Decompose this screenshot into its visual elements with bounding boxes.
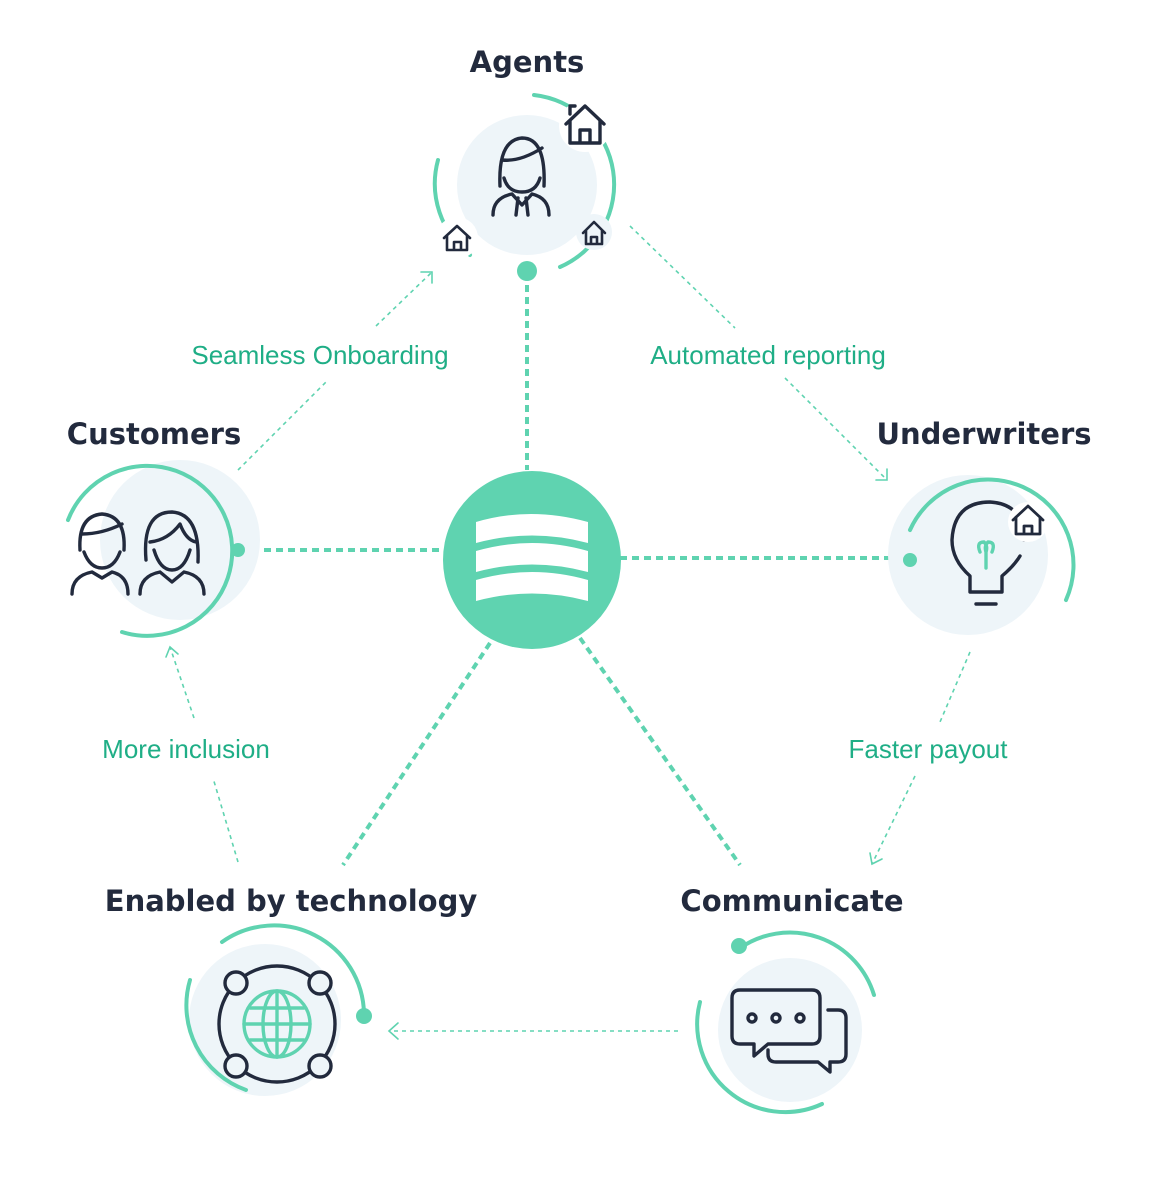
waves-logo-icon (476, 514, 588, 601)
flow-arrow-inclusion-lower (212, 777, 239, 863)
edge-label-reporting: Automated reporting (650, 340, 886, 370)
node-dot-underwriters (903, 553, 917, 567)
node-bg-underwriters (888, 475, 1048, 635)
node-dot-technology (356, 1008, 372, 1024)
node-technology: Enabled by technology (105, 884, 478, 1096)
edge-label-inclusion: More inclusion (102, 734, 270, 764)
flow-arrow-inclusion-upper (169, 646, 195, 719)
hub-connections (240, 273, 908, 867)
flow-arrow-payout-head (869, 852, 883, 866)
hub-node (443, 471, 621, 649)
node-title-technology: Enabled by technology (105, 884, 478, 918)
node-dot-communicate (731, 938, 747, 954)
node-title-customers: Customers (67, 417, 241, 451)
edge-label-onboarding: Seamless Onboarding (191, 340, 448, 370)
node-customers: Customers (66, 417, 260, 638)
flow-arrow-payout-lower (871, 775, 916, 865)
lightbulb-house-icon (950, 500, 1048, 606)
house-icon (436, 217, 478, 259)
businessman-icon (491, 136, 551, 217)
chat-bubbles-icon (730, 988, 848, 1074)
flow-arrow-to-technology-head (387, 1022, 399, 1040)
flow-arrows (165, 225, 971, 1040)
node-arc-technology-lower (184, 978, 248, 1092)
node-arc-communicate (738, 930, 876, 997)
node-underwriters: Underwriters (876, 417, 1092, 635)
flow-arrow-onboarding-head (420, 271, 433, 284)
node-dot-agents (517, 261, 537, 281)
hub-link-technology (341, 641, 492, 867)
node-communicate: Communicate (680, 884, 904, 1115)
node-arc-underwriters (908, 477, 1076, 602)
flow-arrow-reporting-head (875, 468, 888, 481)
flow-arrow-onboarding-upper (375, 271, 433, 327)
edge-labels: Seamless Onboarding Automated reporting … (102, 340, 1008, 764)
node-agents: Agents (432, 45, 617, 281)
node-arc-customers (66, 463, 235, 638)
house-icon (559, 100, 611, 152)
flow-arrow-inclusion-head (165, 645, 179, 658)
hub-link-communicate (578, 636, 742, 867)
node-bg-customers (100, 460, 260, 620)
network-globe-icon (217, 964, 337, 1084)
flow-arrow-reporting-upper (629, 225, 736, 329)
flow-arrow-onboarding-lower (237, 379, 329, 471)
house-icon (576, 214, 612, 250)
node-title-communicate: Communicate (680, 884, 903, 918)
couple-people-icon (70, 510, 206, 596)
node-dot-customers (231, 543, 245, 557)
edge-label-payout: Faster payout (849, 734, 1009, 764)
node-bg-communicate (718, 958, 862, 1102)
flow-arrow-payout-upper (939, 651, 971, 723)
node-bg-agents (457, 115, 597, 255)
node-arc-communicate-lower (695, 1000, 824, 1115)
flow-arrow-reporting-lower (784, 377, 888, 481)
node-arc-technology (220, 923, 366, 1016)
node-title-underwriters: Underwriters (876, 417, 1091, 451)
node-title-agents: Agents (470, 45, 585, 79)
